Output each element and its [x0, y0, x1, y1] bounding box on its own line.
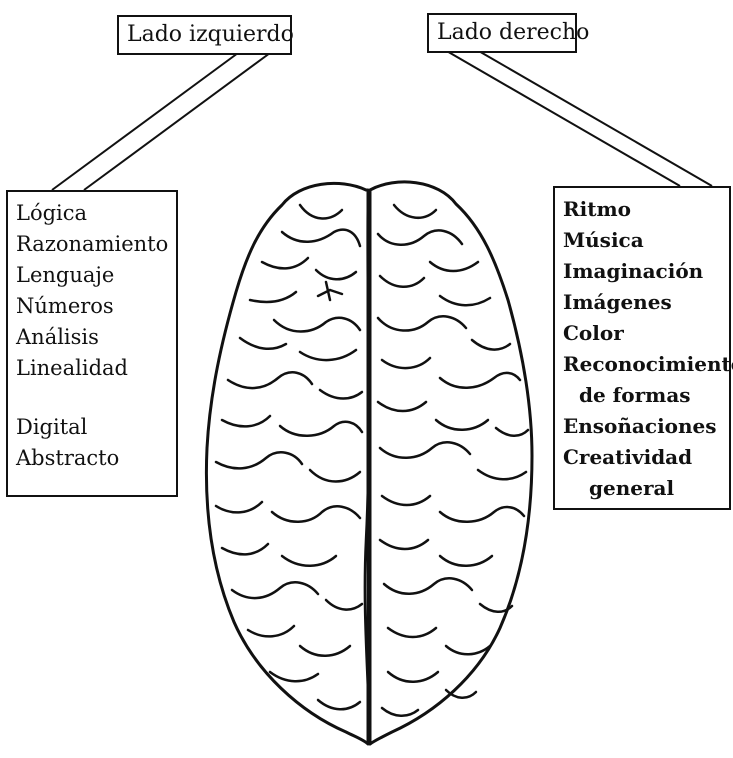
left-item-linealidad: Linealidad — [16, 353, 168, 384]
left-item-abstracto: Abstracto — [16, 443, 168, 474]
right-side-header: Lado derecho — [437, 22, 589, 44]
right-item-imaginacion: Imaginación — [563, 256, 721, 287]
right-side-header-box: Lado derecho — [427, 13, 577, 53]
right-item-color: Color — [563, 318, 721, 349]
left-side-header-box: Lado izquierdo — [117, 15, 292, 55]
right-connector-ribbon — [445, 50, 712, 186]
right-item-ensonaciones: Ensoñaciones — [563, 411, 721, 442]
right-item-imagenes: Imágenes — [563, 287, 721, 318]
right-hemisphere — [370, 182, 532, 744]
left-item-digital: Digital — [16, 412, 168, 443]
right-item-de-formas: de formas — [563, 380, 721, 411]
right-item-creatividad: Creatividad — [563, 442, 721, 473]
right-item-musica: Música — [563, 225, 721, 256]
brain-illustration — [206, 182, 532, 744]
left-side-header: Lado izquierdo — [127, 24, 294, 46]
left-list-gap — [16, 384, 168, 412]
right-item-ritmo: Ritmo — [563, 194, 721, 225]
right-item-general: general — [563, 473, 721, 504]
left-connector-ribbon — [52, 53, 270, 190]
left-item-razonamiento: Razonamiento — [16, 229, 168, 260]
left-side-list-box: Lógica Razonamiento Lenguaje Números Aná… — [6, 190, 178, 497]
right-gyri — [378, 205, 528, 716]
left-item-analisis: Análisis — [16, 322, 168, 353]
left-item-numeros: Números — [16, 291, 168, 322]
left-item-lenguaje: Lenguaje — [16, 260, 168, 291]
left-item-logica: Lógica — [16, 198, 168, 229]
right-side-list-box: Ritmo Música Imaginación Imágenes Color … — [553, 186, 731, 510]
right-item-reconocimientos: Reconocimientos — [563, 349, 721, 380]
